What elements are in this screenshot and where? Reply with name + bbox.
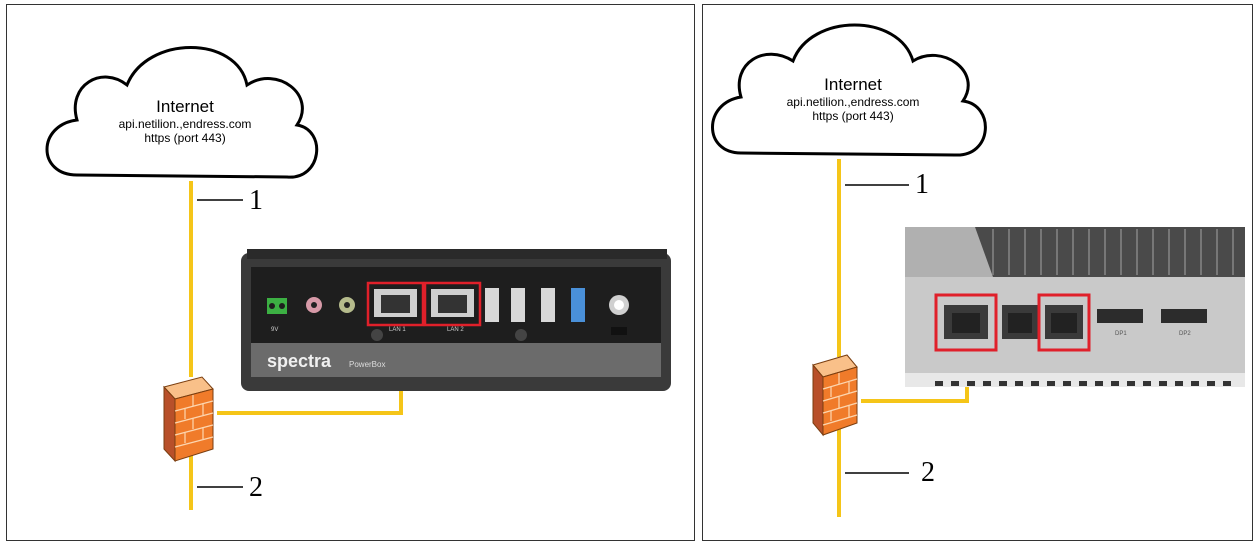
displayport-2 — [1161, 309, 1207, 323]
diagram-left: spectra PowerBox 9V LAN 1 LAN 2 — [6, 4, 695, 541]
usb-port-icon — [541, 288, 555, 322]
edge-device-gateway: DP1 DP2 — [905, 227, 1245, 387]
label-dp2: DP2 — [1179, 331, 1191, 337]
cloud-icon — [45, 46, 319, 179]
edge-device-spectra: spectra PowerBox 9V LAN 1 LAN 2 — [241, 249, 671, 391]
firewall-icon — [812, 354, 858, 437]
firewall-icon — [163, 376, 214, 463]
displayport-1 — [1097, 309, 1143, 323]
highlight-lan1 — [934, 293, 998, 352]
callout-1: 1 — [915, 169, 929, 200]
cloud-label-right: Internet api.netilion.,endress.com https… — [761, 75, 945, 123]
label-9v: 9V — [271, 327, 278, 333]
device-model: PowerBox — [349, 360, 385, 369]
diagram-right-graphics: DP1 DP2 — [711, 23, 1245, 517]
power-connector — [267, 298, 287, 314]
cloud-icon — [711, 23, 987, 157]
label-dp1: DP1 — [1115, 331, 1127, 337]
callout-2: 2 — [921, 457, 935, 488]
callout-1: 1 — [249, 185, 263, 216]
diagram-right: DP1 DP2 Internet api.netilion.,en — [702, 4, 1253, 541]
label-lan2: LAN 2 — [447, 327, 464, 333]
cloud-protocol: https (port 443) — [812, 109, 894, 123]
cloud-host: api.netilion.,endress.com — [118, 117, 252, 131]
callout-2: 2 — [249, 472, 263, 503]
usb-port-icon — [571, 288, 585, 322]
cloud-host: api.netilion.,endress.com — [786, 95, 920, 109]
highlight-lan1 — [366, 281, 425, 327]
label-lan1: LAN 1 — [389, 327, 406, 333]
highlight-lan2 — [1037, 293, 1091, 352]
diagram-left-graphics: spectra PowerBox 9V LAN 1 LAN 2 — [45, 46, 671, 510]
cloud-protocol: https (port 443) — [144, 131, 226, 145]
cloud-label-left: Internet api.netilion.,endress.com https… — [93, 97, 277, 145]
cloud-title: Internet — [824, 75, 882, 94]
cloud-title: Internet — [156, 97, 214, 116]
highlight-lan2 — [423, 281, 482, 327]
usb-port-icon — [485, 288, 499, 322]
device-brand: spectra — [267, 351, 332, 371]
usb-port-icon — [511, 288, 525, 322]
